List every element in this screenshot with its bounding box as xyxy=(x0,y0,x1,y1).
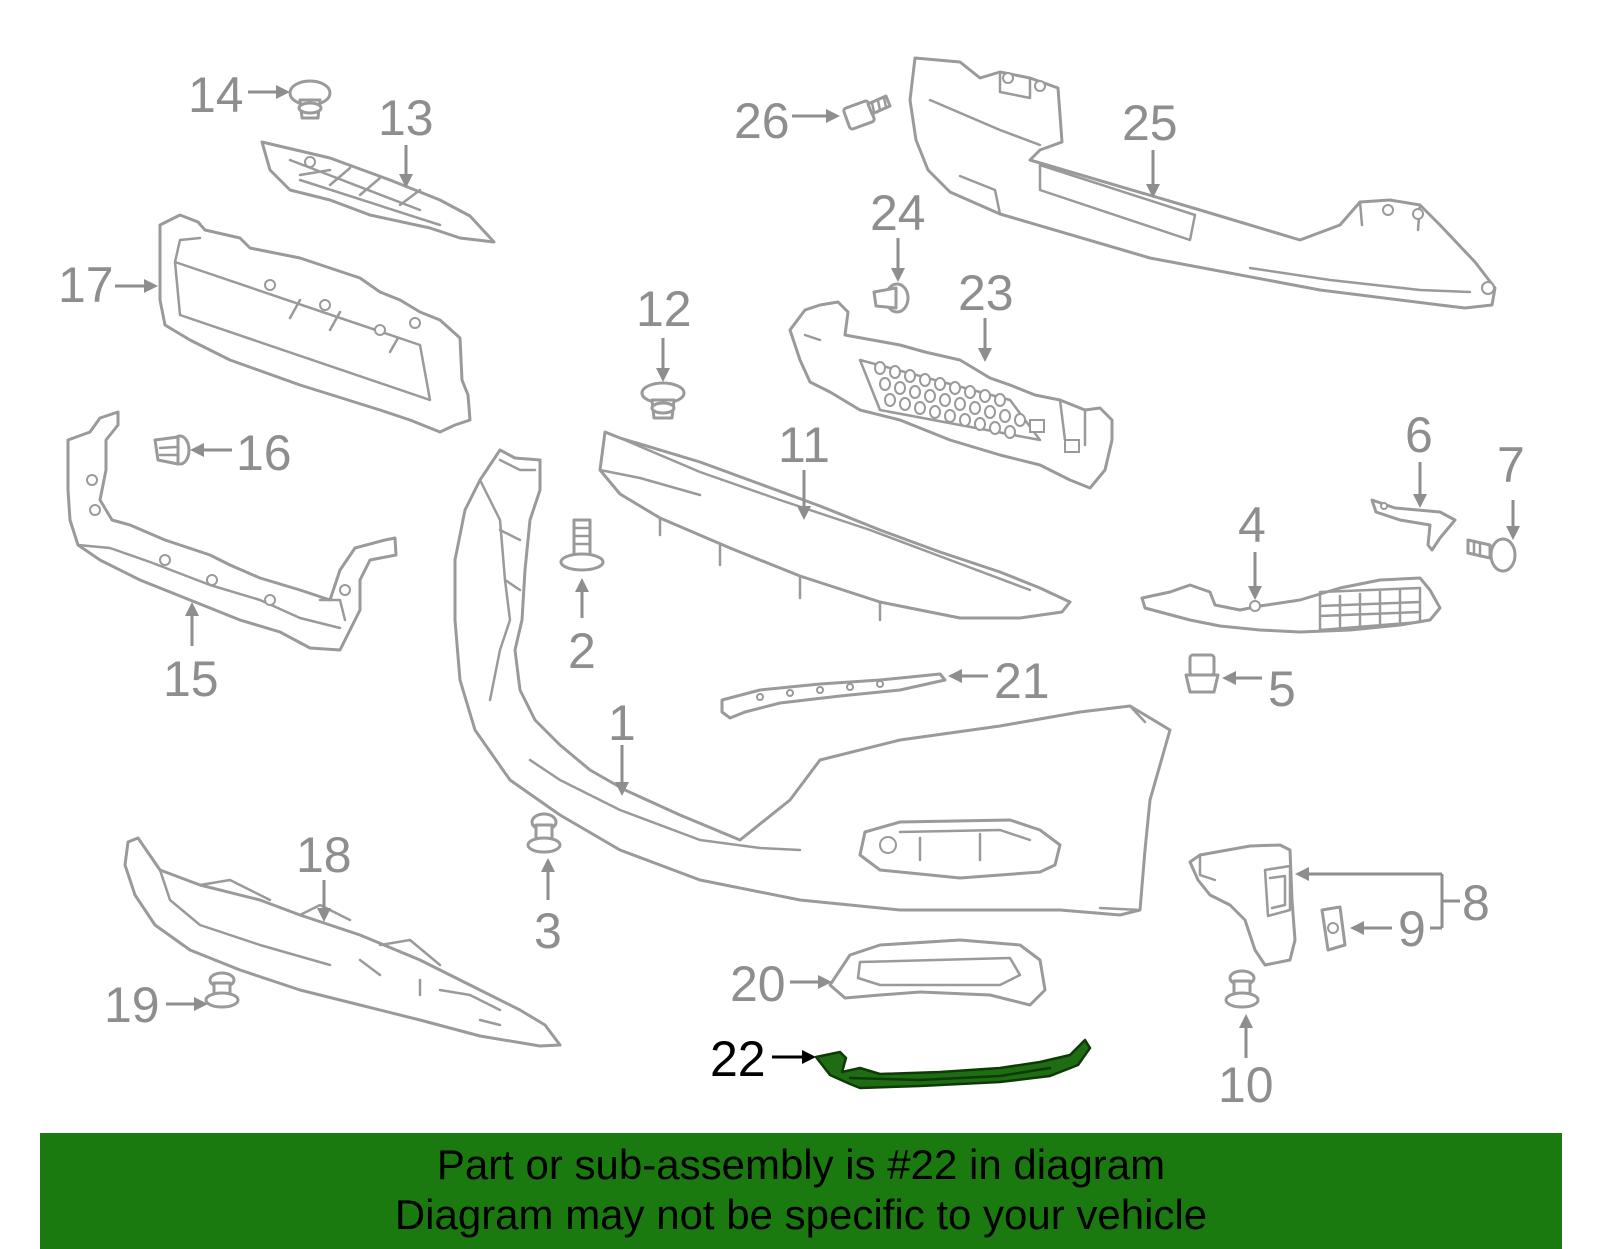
callout-26: 26 xyxy=(734,93,790,149)
callout-15: 15 xyxy=(163,651,219,707)
part-info-banner: Part or sub-assembly is #22 in diagram D… xyxy=(40,1133,1562,1249)
callout-11: 11 xyxy=(778,417,830,473)
part-13-air-guide[interactable] xyxy=(260,140,496,244)
callout-3: 3 xyxy=(534,903,562,959)
callout-18: 18 xyxy=(296,827,352,883)
callout-7: 7 xyxy=(1497,437,1525,493)
part-2-bolt[interactable] xyxy=(559,518,605,572)
banner-disclaimer-text: Diagram may not be specific to your vehi… xyxy=(394,1191,1208,1238)
callout-17: 17 xyxy=(58,257,114,313)
part-4-bracket[interactable] xyxy=(1140,576,1442,634)
part-17-support-frame[interactable] xyxy=(158,213,472,434)
part-12-clip[interactable] xyxy=(640,381,686,420)
callout-4: 4 xyxy=(1238,497,1266,553)
part-19-clip[interactable] xyxy=(204,971,240,1009)
callout-10: 10 xyxy=(1218,1057,1274,1113)
callout-5: 5 xyxy=(1268,661,1296,717)
callout-25: 25 xyxy=(1122,95,1178,151)
part-22-lower-molding[interactable] xyxy=(814,1038,1092,1090)
part-7-screw[interactable] xyxy=(1466,537,1517,573)
part-5-bolt[interactable] xyxy=(1184,653,1220,694)
part-24-clip[interactable] xyxy=(872,282,910,314)
part-16-clip[interactable] xyxy=(153,434,191,466)
part-23-grille[interactable] xyxy=(788,300,1114,490)
part-20-fog-trim[interactable] xyxy=(828,938,1047,1007)
callout-23: 23 xyxy=(958,265,1014,321)
callout-9: 9 xyxy=(1398,901,1426,957)
part-11-upper-trim[interactable] xyxy=(598,430,1072,622)
callout-24: 24 xyxy=(870,185,926,241)
part-21-molding[interactable] xyxy=(720,672,947,720)
part-3-clip[interactable] xyxy=(526,812,562,854)
callout-12: 12 xyxy=(636,281,692,337)
callout-1: 1 xyxy=(608,695,636,751)
callout-6: 6 xyxy=(1405,407,1433,463)
callout-14: 14 xyxy=(188,67,244,123)
callout-22: 22 xyxy=(710,1031,766,1087)
part-6-small-bracket[interactable] xyxy=(1370,498,1457,552)
part-26-bolt[interactable] xyxy=(842,94,892,131)
part-18-lower-cover[interactable] xyxy=(123,836,562,1048)
grille-mesh xyxy=(874,361,1026,439)
callout-8: 8 xyxy=(1462,875,1490,931)
banner-part-text: Part or sub-assembly is #22 in diagram xyxy=(436,1141,1166,1188)
part-8-side-bracket[interactable] xyxy=(1188,843,1297,967)
part-1-bumper-cover[interactable] xyxy=(453,448,1172,917)
callout-20: 20 xyxy=(730,956,786,1012)
callout-16: 16 xyxy=(236,425,292,481)
callout-19: 19 xyxy=(104,977,160,1033)
part-25-reinforcement-beam[interactable] xyxy=(908,56,1497,310)
part-10-clip[interactable] xyxy=(1224,969,1260,1009)
part-9-nut[interactable] xyxy=(1320,905,1347,952)
callout-21: 21 xyxy=(994,653,1050,709)
part-14-clip[interactable] xyxy=(288,79,332,120)
part-15-lower-support[interactable] xyxy=(66,410,398,652)
callout-13: 13 xyxy=(378,90,434,146)
callout-2: 2 xyxy=(568,623,596,679)
